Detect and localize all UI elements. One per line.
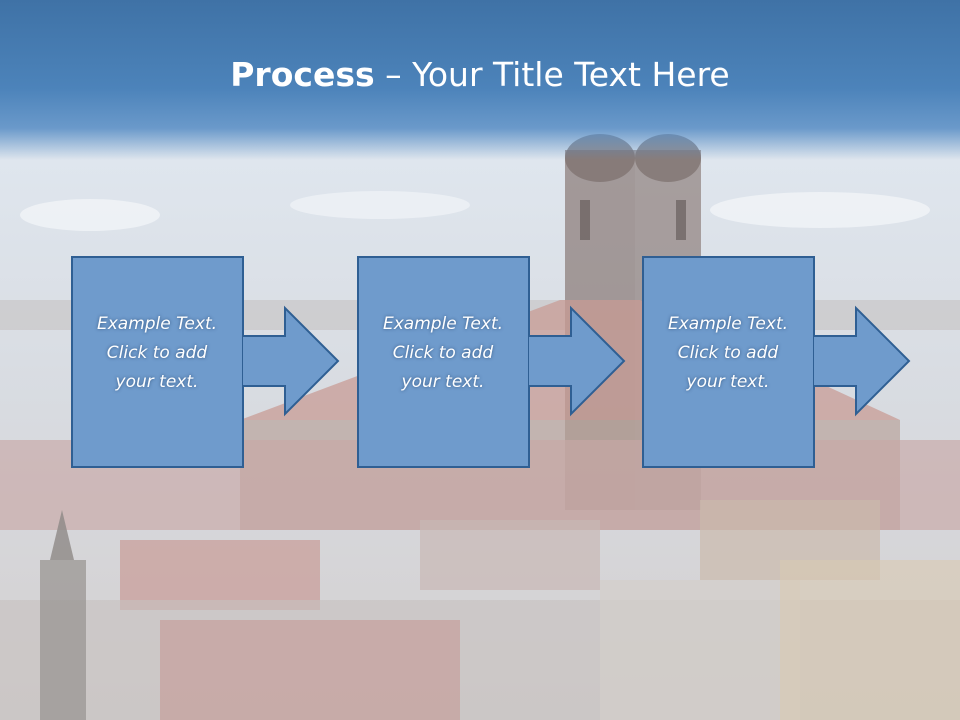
slide-title-rest: – Your Title Text Here bbox=[374, 55, 730, 94]
step-text-line: Example Text. bbox=[667, 314, 789, 334]
arrow-box-shape bbox=[357, 256, 626, 468]
process-step-2[interactable]: Example Text. Click to add your text. bbox=[357, 256, 629, 468]
title-band bbox=[0, 0, 960, 160]
process-step-3[interactable]: Example Text. Click to add your text. bbox=[642, 256, 914, 468]
slide-title[interactable]: Process – Your Title Text Here bbox=[0, 54, 960, 96]
step-text[interactable]: Example Text. Click to add your text. bbox=[363, 310, 523, 397]
step-text-line: your text. bbox=[115, 372, 199, 392]
step-text-line: Click to add bbox=[677, 343, 779, 363]
process-step-1[interactable]: Example Text. Click to add your text. bbox=[71, 256, 343, 468]
step-text-line: Click to add bbox=[106, 343, 208, 363]
slide-title-bold: Process bbox=[230, 55, 375, 94]
step-text[interactable]: Example Text. Click to add your text. bbox=[77, 310, 237, 397]
step-text-line: Click to add bbox=[392, 343, 494, 363]
step-text[interactable]: Example Text. Click to add your text. bbox=[648, 310, 808, 397]
step-text-line: your text. bbox=[401, 372, 485, 392]
step-text-line: Example Text. bbox=[382, 314, 504, 334]
arrow-box-shape bbox=[642, 256, 911, 468]
arrow-box-shape bbox=[71, 256, 340, 468]
step-text-line: your text. bbox=[686, 372, 770, 392]
step-text-line: Example Text. bbox=[96, 314, 218, 334]
